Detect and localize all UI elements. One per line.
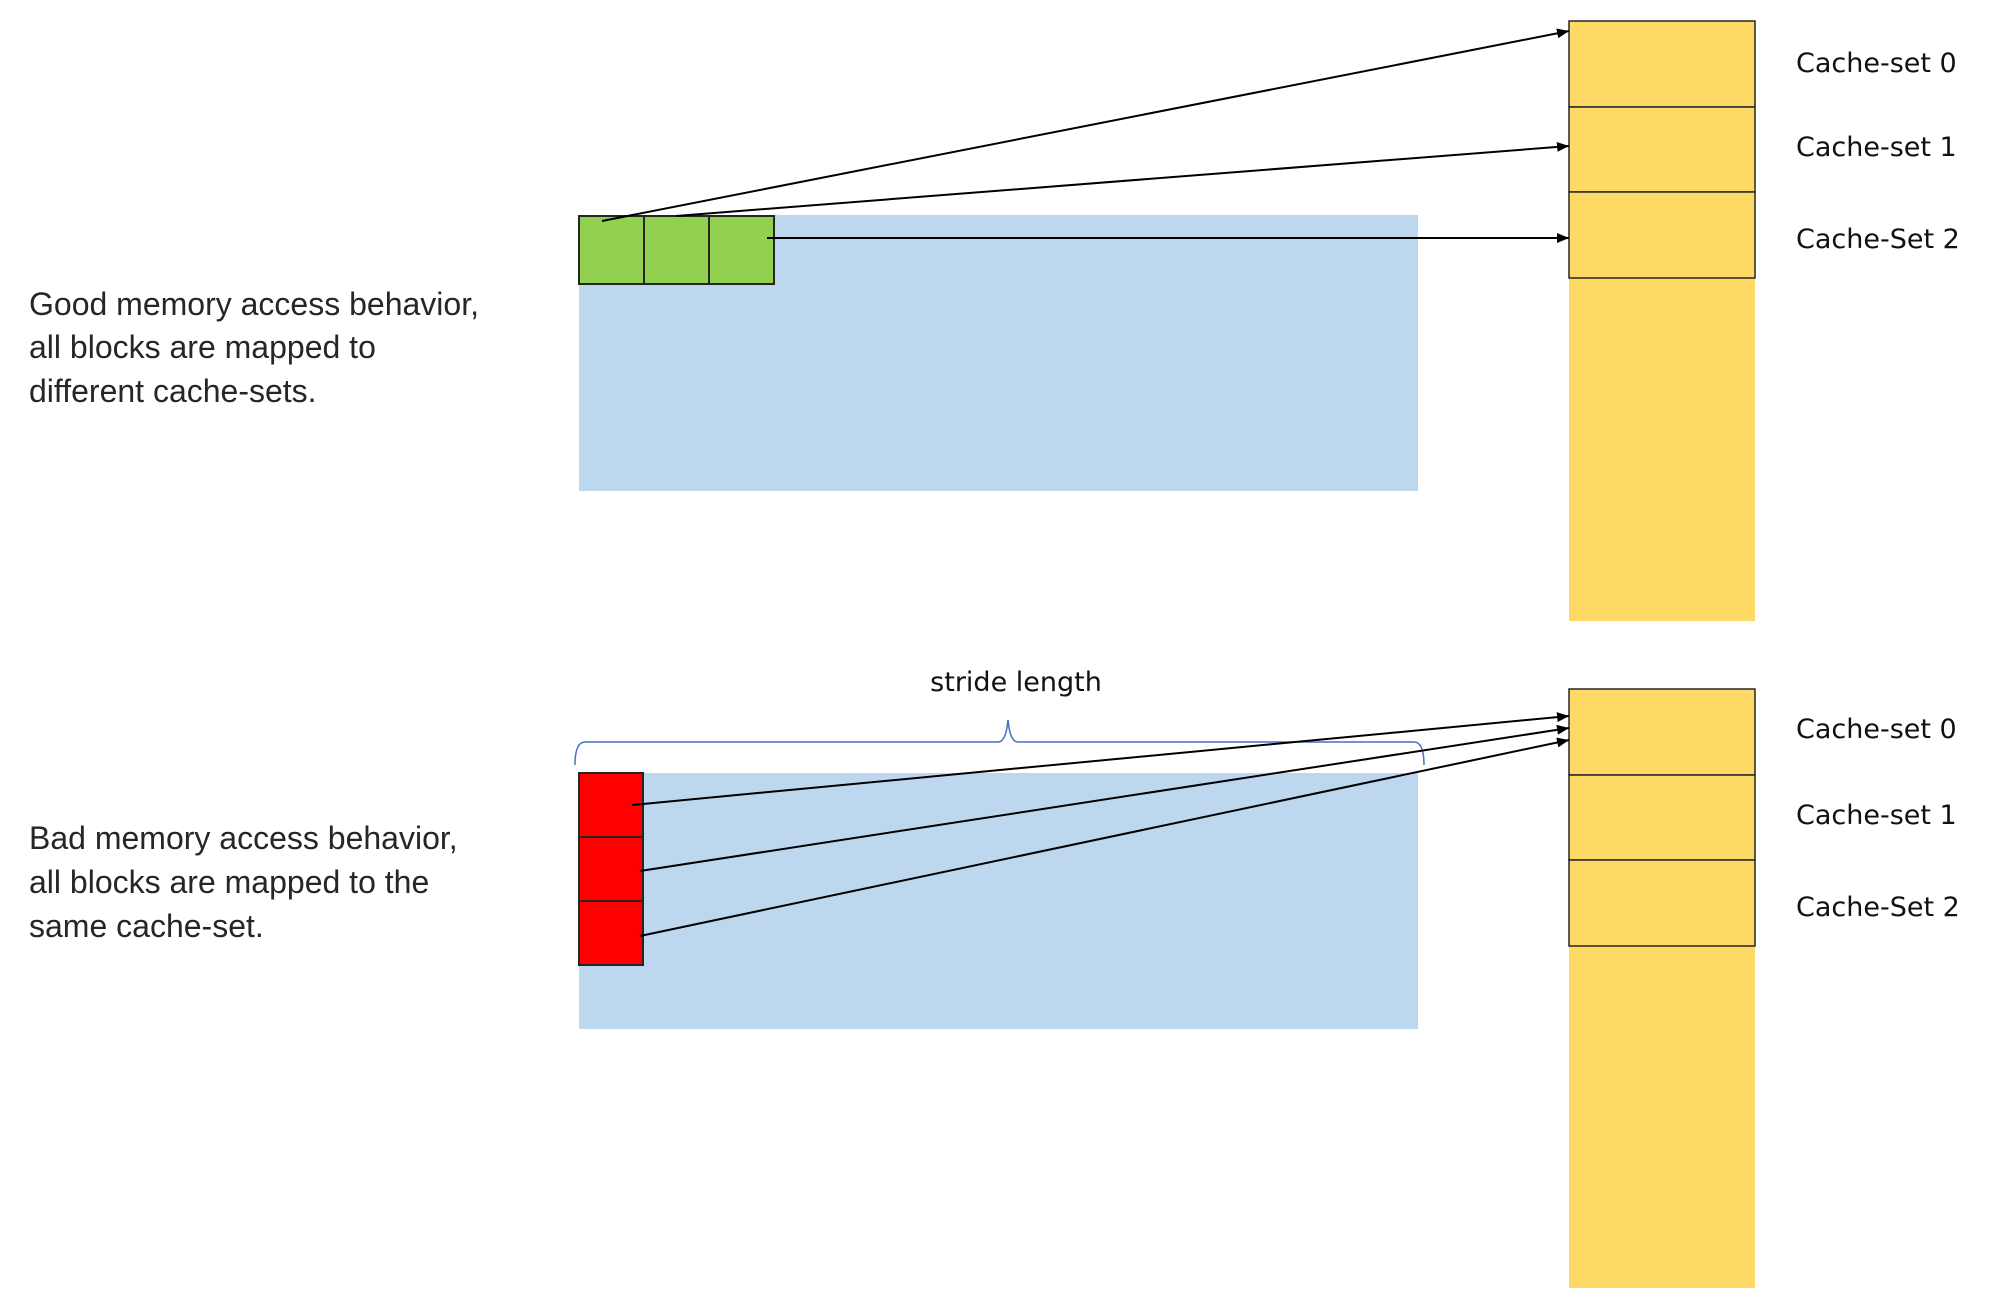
bad-arrow-1 bbox=[639, 724, 1570, 872]
bad-arrow-2 bbox=[639, 737, 1570, 937]
bad-block-1 bbox=[578, 836, 644, 902]
bad-memory-region bbox=[579, 773, 1418, 1029]
good-arrow-0 bbox=[601, 28, 1570, 222]
bad-cache-label-2: Cache-Set 2 bbox=[1796, 892, 1960, 923]
good-description-line-2: all blocks are mapped to bbox=[29, 329, 376, 365]
stride-brace bbox=[574, 719, 1425, 766]
good-cache-set-0 bbox=[1568, 20, 1756, 108]
bad-cache-set-0 bbox=[1568, 688, 1756, 776]
bad-cache bbox=[1568, 688, 1756, 1288]
bad-description-line-3: same cache-set. bbox=[29, 908, 264, 944]
good-cache-label-1: Cache-set 1 bbox=[1796, 132, 1957, 163]
bad-blocks bbox=[578, 772, 644, 966]
bad-arrow-0 bbox=[631, 712, 1570, 806]
good-arrow-1 bbox=[675, 141, 1570, 217]
bad-cache-set-1 bbox=[1568, 774, 1756, 861]
bad-section: Bad memory access behavior, all blocks a… bbox=[29, 667, 1960, 1288]
stride-length-label: stride length bbox=[930, 667, 1102, 698]
good-description-line-3: different cache-sets. bbox=[29, 373, 317, 409]
good-cache-set-1 bbox=[1568, 106, 1756, 193]
good-section: Good memory access behavior, all blocks … bbox=[29, 20, 1960, 621]
bad-description-line-2: all blocks are mapped to the bbox=[29, 864, 429, 900]
good-block-2 bbox=[708, 215, 775, 285]
bad-description-line-1: Bad memory access behavior, bbox=[29, 820, 458, 856]
bad-cache-label-1: Cache-set 1 bbox=[1796, 800, 1957, 831]
bad-cache-label-0: Cache-set 0 bbox=[1796, 714, 1957, 745]
good-cache-label-0: Cache-set 0 bbox=[1796, 48, 1957, 79]
good-block-1 bbox=[643, 215, 710, 285]
good-blocks bbox=[578, 215, 775, 285]
bad-block-2 bbox=[578, 900, 644, 966]
bad-cache-set-2 bbox=[1568, 859, 1756, 947]
good-block-0 bbox=[578, 215, 645, 285]
good-cache bbox=[1568, 20, 1756, 621]
good-description-line-1: Good memory access behavior, bbox=[29, 286, 479, 322]
good-cache-label-2: Cache-Set 2 bbox=[1796, 224, 1960, 255]
good-cache-set-2 bbox=[1568, 191, 1756, 279]
